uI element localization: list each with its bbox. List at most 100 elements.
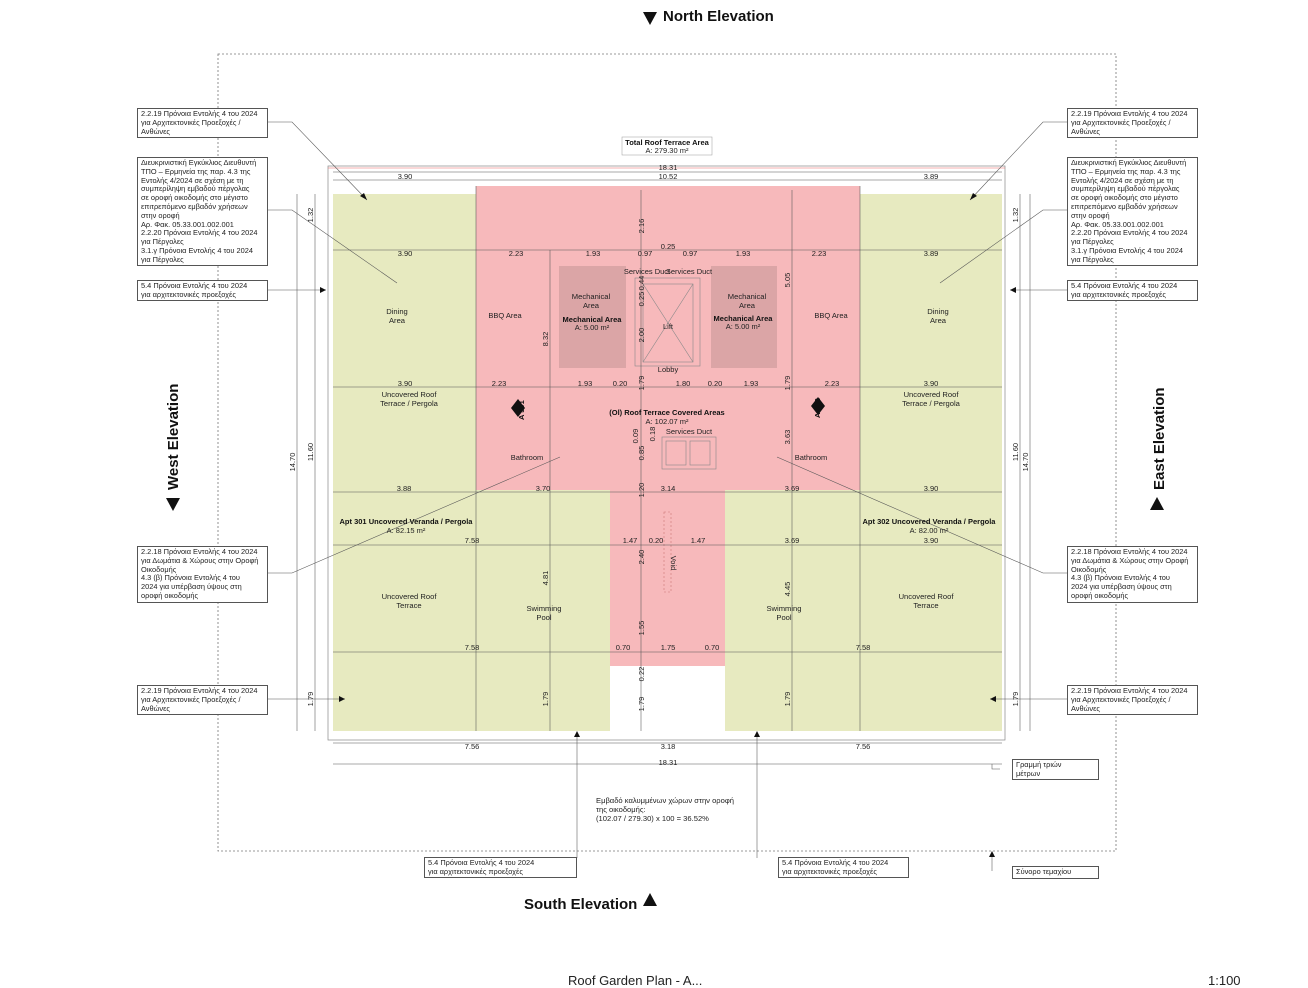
dimension-labels: 18.31 3.90 10.52 3.89 3.90 2.23 1.93 0.9… xyxy=(288,163,1030,767)
svg-text:2.23: 2.23 xyxy=(509,249,524,258)
note-plot-boundary: Σύνορο τεμαχίου xyxy=(1012,866,1099,879)
svg-text:1.47: 1.47 xyxy=(691,536,706,545)
svg-text:2.23: 2.23 xyxy=(492,379,507,388)
svg-text:2.00: 2.00 xyxy=(637,328,646,343)
svg-text:0.20: 0.20 xyxy=(649,536,664,545)
east-arrow-icon xyxy=(1150,497,1164,510)
svg-text:3.88: 3.88 xyxy=(397,484,412,493)
svg-text:3.89: 3.89 xyxy=(924,172,939,181)
svg-text:1.79: 1.79 xyxy=(541,692,550,707)
svg-text:5.05: 5.05 xyxy=(783,273,792,288)
svg-text:1.55: 1.55 xyxy=(637,621,646,636)
mech-title-left: Mechanical Area xyxy=(563,315,623,324)
note-three-metre-line: Γραμμή τριών μέτρων xyxy=(1012,759,1099,780)
svg-text:0.44: 0.44 xyxy=(637,276,646,291)
bathroom-left: Bathroom xyxy=(511,453,544,462)
svg-text:1.79: 1.79 xyxy=(637,376,646,391)
note-2218-left: 2.2.18 Πρόνοια Εντολής 4 του 2024 για Δω… xyxy=(137,546,268,603)
note-54-bottom-right: 5.4 Πρόνοια Εντολής 4 του 2024 για αρχιτ… xyxy=(778,857,909,878)
svg-text:1.20: 1.20 xyxy=(637,483,646,498)
svg-text:1.93: 1.93 xyxy=(736,249,751,258)
covered-area-value: A: 102.07 m² xyxy=(646,417,689,426)
west-arrow-icon xyxy=(166,498,180,511)
note-2219-left-bottom: 2.2.19 Πρόνοια Εντολής 4 του 2024 για Αρ… xyxy=(137,685,268,715)
leader-lines xyxy=(268,121,1067,871)
svg-text:7.58: 7.58 xyxy=(465,536,480,545)
note-54-left: 5.4 Πρόνοια Εντολής 4 του 2024 για αρχιτ… xyxy=(137,280,268,301)
note-tpo-left: Διευκρινιστική Εγκύκλιος Διευθυντή ΤΠΟ –… xyxy=(137,157,268,266)
apt301-tag: A 301 xyxy=(517,400,526,420)
svg-text:1.79: 1.79 xyxy=(783,376,792,391)
svg-text:0.85: 0.85 xyxy=(637,446,646,461)
svg-text:7.58: 7.58 xyxy=(465,643,480,652)
svg-text:3.69: 3.69 xyxy=(785,484,800,493)
apt301-tag-icon xyxy=(511,399,525,417)
note-54-bottom-left: 5.4 Πρόνοια Εντολής 4 του 2024 για αρχιτ… xyxy=(424,857,577,878)
note-tpo-right: Διευκρινιστική Εγκύκλιος Διευθυντή ΤΠΟ –… xyxy=(1067,157,1198,266)
svg-text:2.23: 2.23 xyxy=(825,379,840,388)
apt301-area: A: 82.15 m² xyxy=(387,526,426,535)
bathroom-right: Bathroom xyxy=(795,453,828,462)
pergola-left: Uncovered Roof Terrace / Pergola xyxy=(380,390,438,408)
svg-text:2.16: 2.16 xyxy=(637,219,646,234)
svg-text:3.63: 3.63 xyxy=(783,430,792,445)
note-2219-right-top: 2.2.19 Πρόνοια Εντολής 4 του 2024 για Αρ… xyxy=(1067,108,1198,138)
note-2218-right: 2.2.18 Πρόνοια Εντολής 4 του 2024 για Δω… xyxy=(1067,546,1198,603)
svg-text:7.56: 7.56 xyxy=(465,742,480,751)
svg-text:18.31: 18.31 xyxy=(659,163,678,172)
svg-text:3.90: 3.90 xyxy=(398,249,413,258)
svg-text:0.22: 0.22 xyxy=(637,667,646,682)
east-elevation-label: East Elevation xyxy=(1151,387,1168,490)
dining-area-right: Dining Area xyxy=(927,307,949,325)
note-2219-left-top: 2.2.19 Πρόνοια Εντολής 4 του 2024 για Αρ… xyxy=(137,108,268,138)
covered-areas xyxy=(476,186,860,666)
footer-title: Roof Garden Plan - A... xyxy=(568,973,703,988)
svg-text:1.32: 1.32 xyxy=(306,208,315,223)
svg-text:3.70: 3.70 xyxy=(536,484,551,493)
svg-text:1.79: 1.79 xyxy=(1011,692,1020,707)
dining-area-left: Dining Area xyxy=(386,307,408,325)
svg-text:1.93: 1.93 xyxy=(586,249,601,258)
note-54-right: 5.4 Πρόνοια Εντολής 4 του 2024 για αρχιτ… xyxy=(1067,280,1198,301)
svg-text:4.45: 4.45 xyxy=(783,582,792,597)
svg-text:0.25: 0.25 xyxy=(637,292,646,307)
svg-text:1.93: 1.93 xyxy=(744,379,759,388)
svg-text:0.20: 0.20 xyxy=(613,379,628,388)
lobby-label: Lobby xyxy=(658,365,679,374)
svg-text:1.79: 1.79 xyxy=(637,697,646,712)
svg-text:3.90: 3.90 xyxy=(398,172,413,181)
services-duct-lower xyxy=(661,436,717,470)
svg-text:2.40: 2.40 xyxy=(637,550,646,565)
coverage-calculation: Εμβαδό καλυμμένων χώρων στην οροφή της ο… xyxy=(596,796,734,823)
svg-text:1.80: 1.80 xyxy=(676,379,691,388)
mechanical-area-left xyxy=(559,266,626,368)
south-arrow-icon xyxy=(643,893,657,906)
uncovered-terrace-left: Uncovered Roof Terrace xyxy=(381,592,437,610)
svg-text:3.90: 3.90 xyxy=(398,379,413,388)
north-arrow-icon xyxy=(643,12,657,25)
svg-text:0.97: 0.97 xyxy=(683,249,698,258)
apt302-tag-icon xyxy=(811,397,825,415)
svg-text:7.56: 7.56 xyxy=(856,742,871,751)
mech-area-right: A: 5.00 m² xyxy=(726,322,761,331)
lift-shaft xyxy=(634,277,701,367)
note-2219-right-bottom: 2.2.19 Πρόνοια Εντολής 4 του 2024 για Αρ… xyxy=(1067,685,1198,715)
svg-text:0.97: 0.97 xyxy=(638,249,653,258)
svg-text:3.69: 3.69 xyxy=(785,536,800,545)
apt302-title: Apt 302 Uncovered Veranda / Pergola xyxy=(863,517,997,526)
bbq-area-right: BBQ Area xyxy=(814,311,848,320)
apt301-title: Apt 301 Uncovered Veranda / Pergola xyxy=(340,517,474,526)
svg-text:1.47: 1.47 xyxy=(623,536,638,545)
svg-text:3.90: 3.90 xyxy=(924,379,939,388)
uncovered-areas xyxy=(333,194,1002,731)
footer-scale: 1:100 xyxy=(1208,973,1241,988)
svg-text:2.23: 2.23 xyxy=(812,249,827,258)
void-outline xyxy=(663,511,672,593)
svg-text:11.60: 11.60 xyxy=(1011,443,1020,461)
three-metre-line xyxy=(327,165,1006,741)
svg-text:8.32: 8.32 xyxy=(541,332,550,347)
svg-text:3.90: 3.90 xyxy=(924,536,939,545)
svg-text:3.14: 3.14 xyxy=(661,484,676,493)
svg-text:14.70: 14.70 xyxy=(288,453,297,472)
